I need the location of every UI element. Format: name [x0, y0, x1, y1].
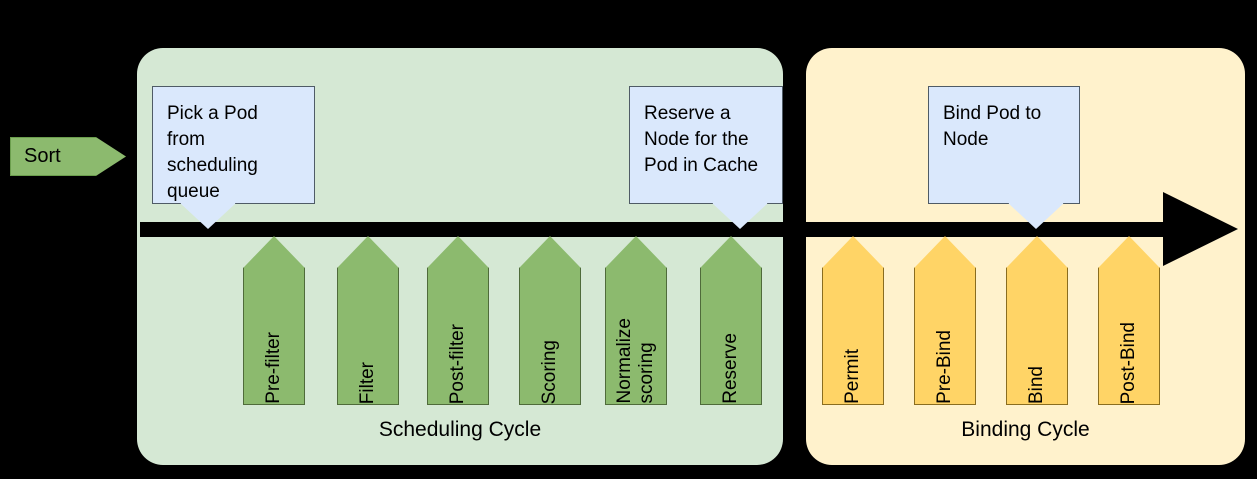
binding-cycle-label: Binding Cycle	[961, 418, 1090, 441]
plugin-arrow-post-bind: Post-Bind	[1098, 236, 1160, 405]
plugin-arrow-filter: Filter	[337, 236, 399, 405]
plugin-label-post-filter: Post-filter	[447, 323, 468, 404]
plugin-arrow-permit: Permit	[822, 236, 884, 405]
plugin-label-post-bind: Post-Bind	[1118, 321, 1139, 404]
plugin-arrow-scoring: Scoring	[519, 236, 581, 405]
plugin-arrow-normalize-scoring: Normalize scoring	[605, 236, 667, 405]
plugin-arrow-reserve: Reserve	[700, 236, 762, 405]
timeline-bar	[140, 222, 1168, 237]
callout-bind-pod: Bind Pod to Node	[928, 86, 1080, 204]
scheduling-cycle-label: Scheduling Cycle	[378, 418, 542, 441]
sort-stage-arrow: Sort	[10, 137, 126, 176]
plugin-arrow-post-filter: Post-filter	[427, 236, 489, 405]
plugin-label-permit: Permit	[842, 349, 863, 404]
plugin-arrow-pre-bind: Pre-Bind	[914, 236, 976, 405]
plugin-label-scoring: Scoring	[539, 339, 560, 404]
plugin-label-pre-bind: Pre-Bind	[934, 330, 955, 404]
plugin-arrow-pre-filter: Pre-filter	[243, 236, 305, 405]
plugin-arrow-bind: Bind	[1006, 236, 1068, 405]
plugin-label-normalize-scoring: Normalize scoring	[614, 318, 657, 404]
callout-pick-pod: Pick a Pod from scheduling queue	[152, 86, 315, 204]
timeline-arrowhead-icon	[1163, 192, 1238, 266]
plugin-label-pre-filter: Pre-filter	[263, 332, 284, 404]
sort-stage-label: Sort	[24, 145, 61, 167]
plugin-label-bind: Bind	[1026, 365, 1047, 404]
plugin-label-reserve: Reserve	[720, 333, 741, 404]
plugin-label-filter: Filter	[357, 361, 378, 404]
callout-reserve-node: Reserve a Node for the Pod in Cache	[629, 86, 783, 204]
